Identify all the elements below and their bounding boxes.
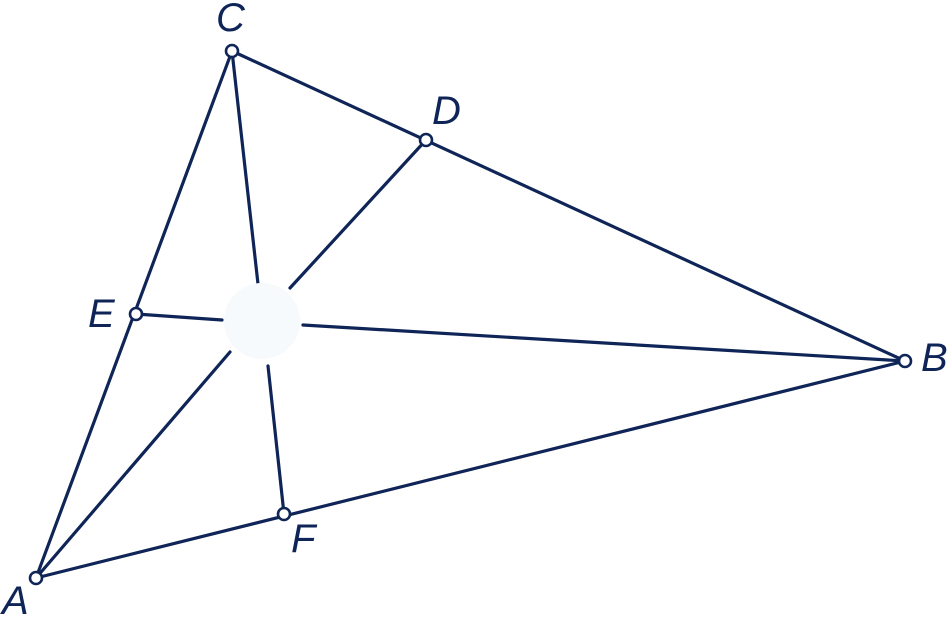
side-ab: [34, 359, 907, 580]
label-a: A: [0, 579, 29, 618]
point-d-marker: [418, 132, 434, 148]
label-d: D: [432, 89, 461, 133]
label-c: C: [216, 0, 246, 40]
point-b-marker: [897, 353, 913, 369]
cevian-e-to-center: [134, 312, 224, 322]
concurrency-region: [224, 283, 300, 359]
label-f: F: [291, 517, 318, 561]
cevian-center-to-f: [266, 364, 286, 516]
point-a-marker: [28, 570, 44, 586]
cevian-center-to-d: [288, 138, 428, 290]
label-b: B: [921, 336, 948, 380]
point-f-marker: [276, 506, 292, 522]
cevian-a-to-center: [34, 350, 232, 580]
point-e-marker: [128, 306, 144, 322]
point-c-marker: [224, 43, 240, 59]
side-cb: [230, 49, 907, 363]
cevian-c-to-center: [230, 49, 260, 286]
label-e: E: [88, 292, 116, 336]
cevian-center-to-b: [301, 323, 907, 363]
